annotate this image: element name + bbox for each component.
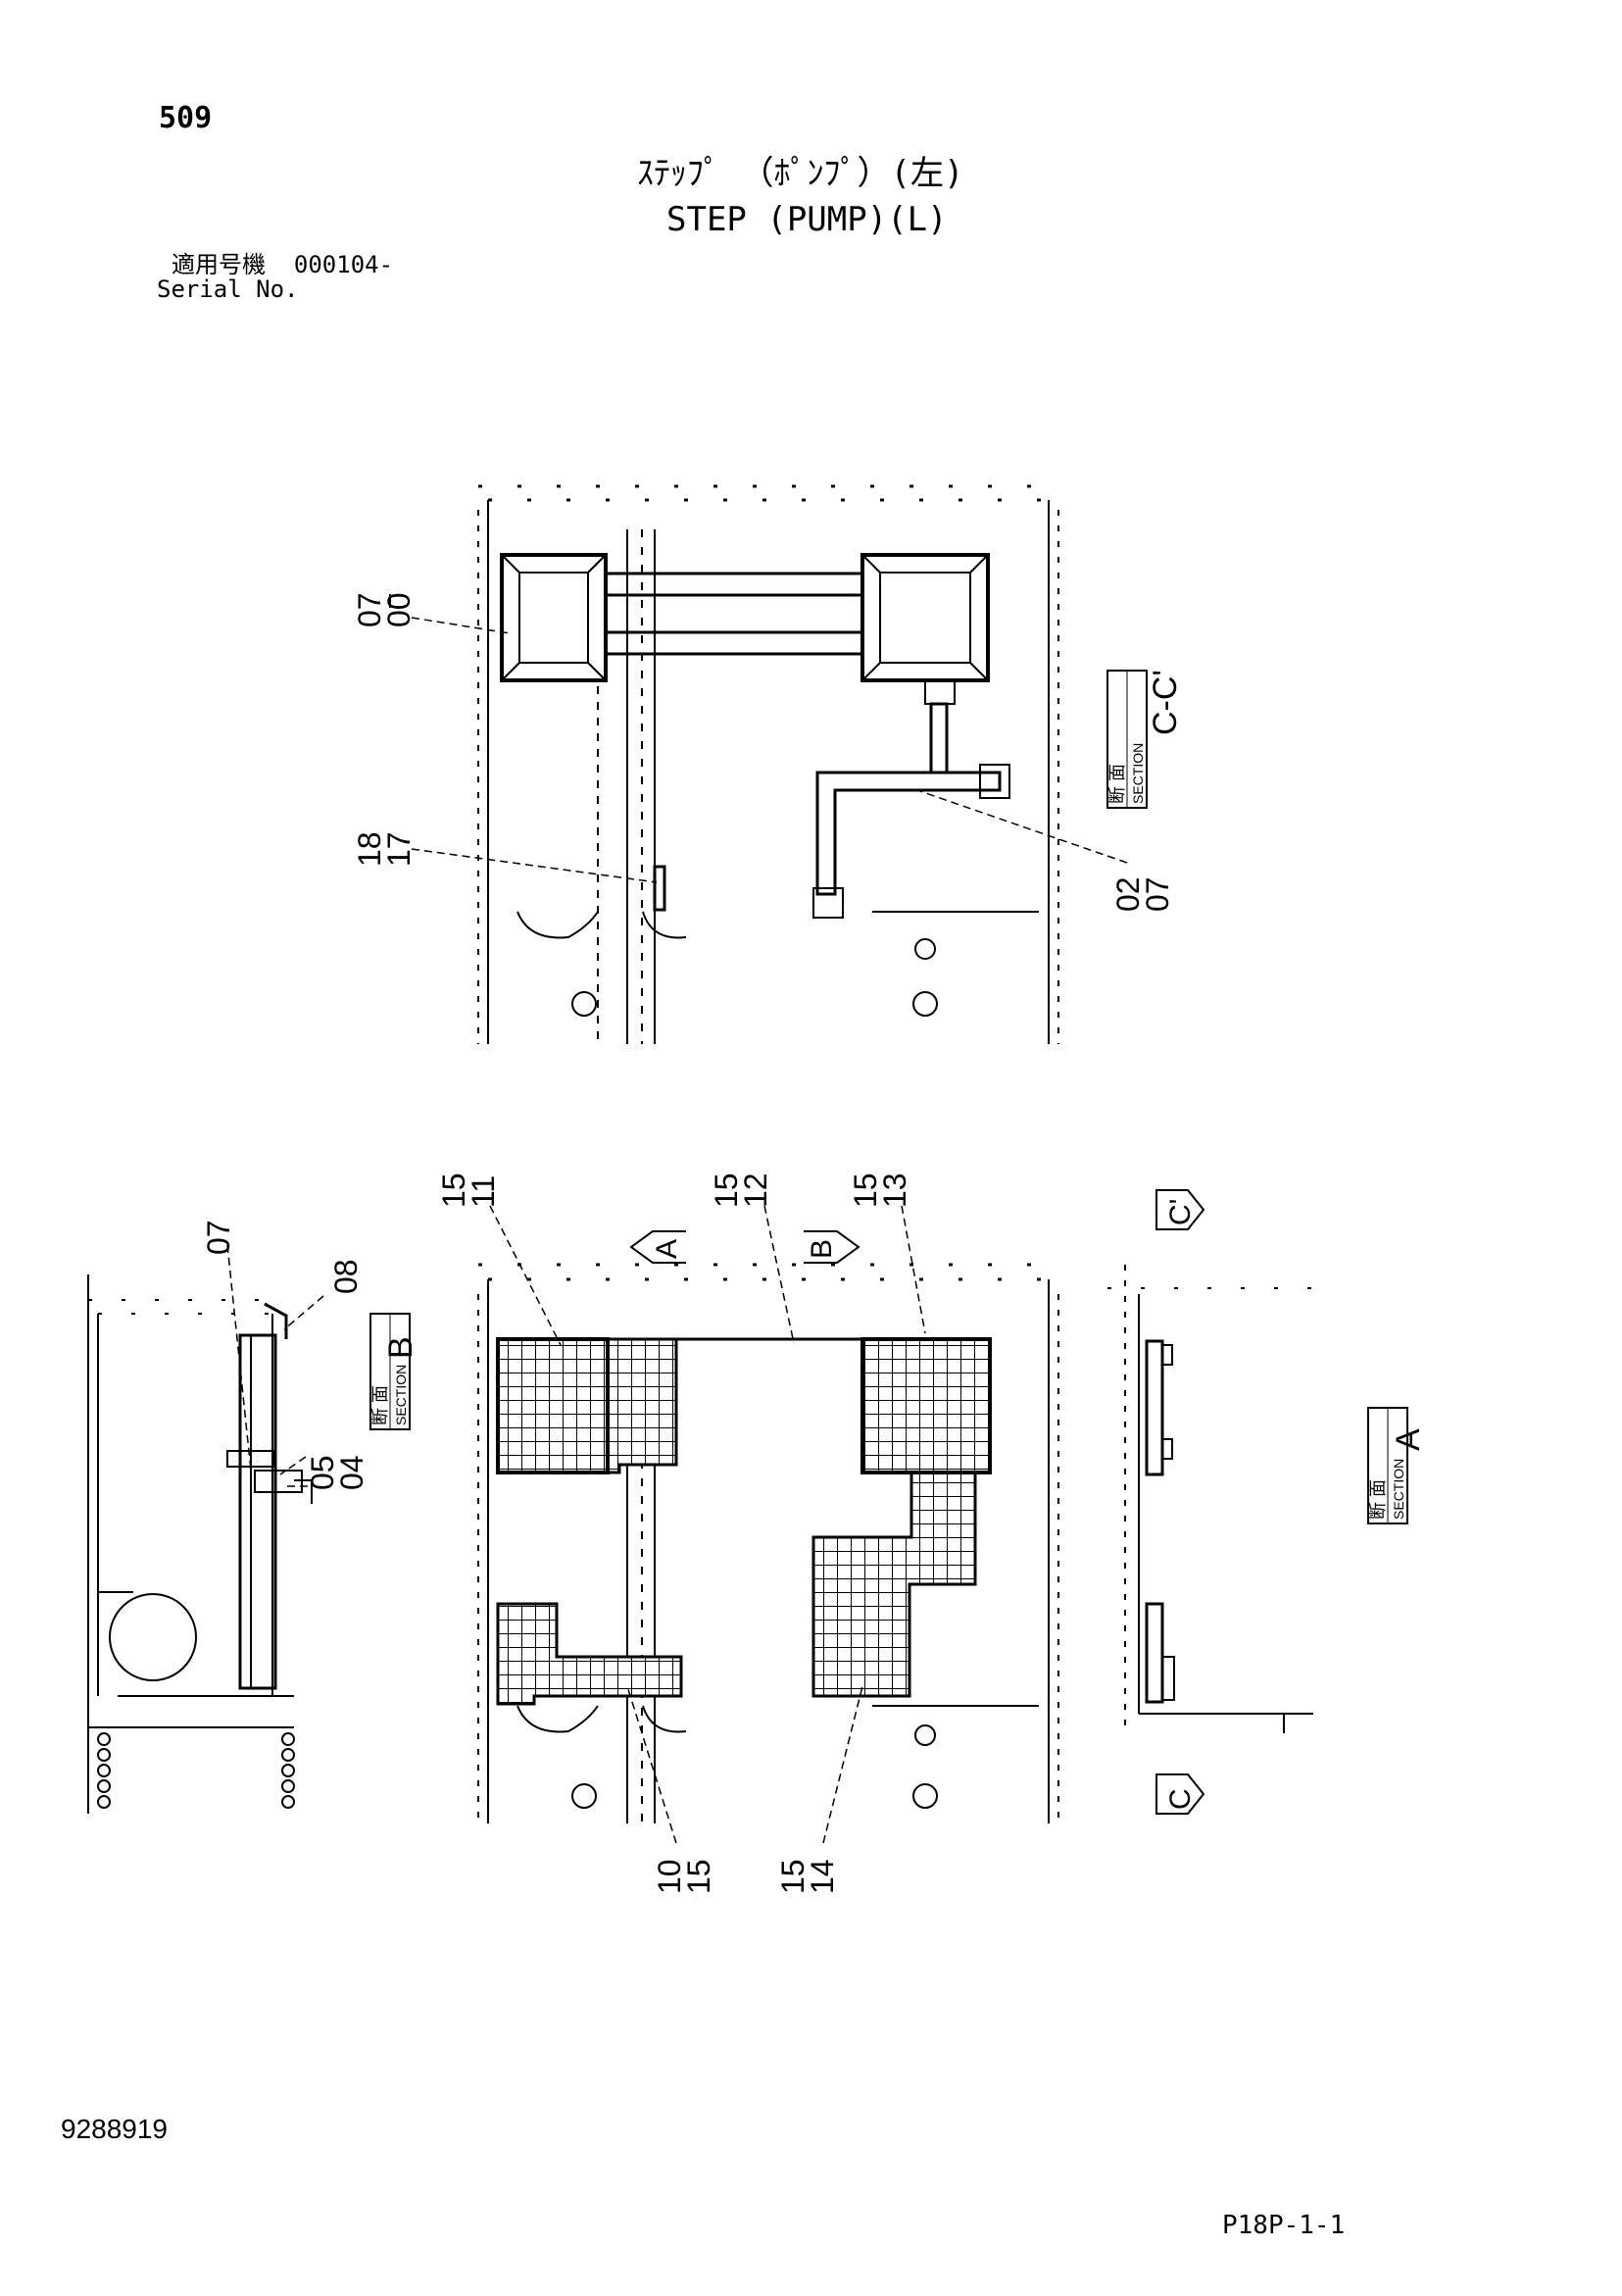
callout-15-11-b: 11 [466,1175,501,1208]
title-english: STEP (PUMP)(L) [666,200,948,239]
section-b-letter: B [382,1336,419,1359]
arrow-c-top-label: C' [1164,1199,1197,1225]
section-cc-en: SECTION [1130,743,1146,804]
serial-value: 000104- [293,251,394,278]
callout-15-11-a: 15 [436,1173,471,1208]
serial-line-japanese: 適用号機 000104- [172,253,393,276]
page-number: 509 [159,101,213,135]
section-b-view [87,1274,313,1814]
arrow-b-label: B [806,1239,838,1259]
document-number: 9288919 [61,2114,169,2144]
callout-10-15-a: 10 [652,1859,687,1894]
callout-10-15-b: 15 [681,1859,716,1894]
callout-labels-plan: 15 11 15 12 15 13 10 15 15 14 [436,1173,912,1894]
section-cc-label: 断 面 SECTION C-C' [1106,670,1184,809]
callout-15-13-a: 15 [848,1173,883,1208]
arrow-markers [629,1189,1205,1815]
section-a-letter: A [1390,1428,1427,1451]
arrow-labels: A B C' C [651,1199,1197,1810]
section-cc-letter: C-C' [1147,670,1184,735]
section-a-view [1107,1265,1313,1733]
section-a-jp: 断 面 [1368,1479,1388,1520]
callout-15-12-b: 12 [738,1173,773,1208]
section-b-label: 断 面 SECTION B [369,1313,419,1430]
callouts-plan-view [489,1205,926,1844]
bolt-row-b [97,1732,295,1809]
section-b-jp: 断 面 [370,1385,390,1425]
callout-15-13-b: 13 [877,1173,912,1208]
callout-07-00-a: 07 [352,592,387,627]
callouts-section-b [226,1244,324,1487]
plan-view [477,1263,1059,1823]
serial-label-jp: 適用号機 [172,251,266,278]
section-cc-jp: 断 面 [1107,764,1127,804]
arrow-a-label: A [651,1239,683,1259]
callout-02-07-b: 07 [1140,876,1175,912]
grating-panels [496,1337,992,1706]
callout-15-14-a: 15 [775,1859,811,1894]
arrow-c-bottom-label: C [1164,1788,1197,1810]
section-cc-view [477,484,1059,1044]
callout-18-17-b: 17 [381,831,417,867]
section-a-label: 断 面 SECTION A [1367,1407,1427,1524]
page-code: P18P-1-1 [1222,2211,1346,2240]
callout-02-07-a: 02 [1110,876,1146,912]
section-b-en: SECTION [393,1365,409,1425]
callout-labels-top: 07 00 18 17 02 07 [352,592,1175,912]
callout-07: 07 [201,1220,236,1255]
callout-07-00-b: 00 [381,592,417,627]
callout-05: 05 [305,1455,340,1490]
callout-labels-b: 07 08 05 04 [201,1220,369,1490]
callout-15-12-a: 15 [709,1173,744,1208]
serial-label-english: Serial No. [157,275,299,303]
callouts-top-view [411,617,1128,883]
callout-08: 08 [328,1259,364,1294]
title-japanese: ｽﾃｯﾌﾟ （ﾎﾟﾝﾌﾟ）(左) [637,154,964,193]
callout-15-14-b: 14 [805,1859,840,1894]
section-a-en: SECTION [1391,1459,1406,1520]
callout-18-17-a: 18 [352,831,387,867]
callout-04: 04 [334,1455,369,1490]
